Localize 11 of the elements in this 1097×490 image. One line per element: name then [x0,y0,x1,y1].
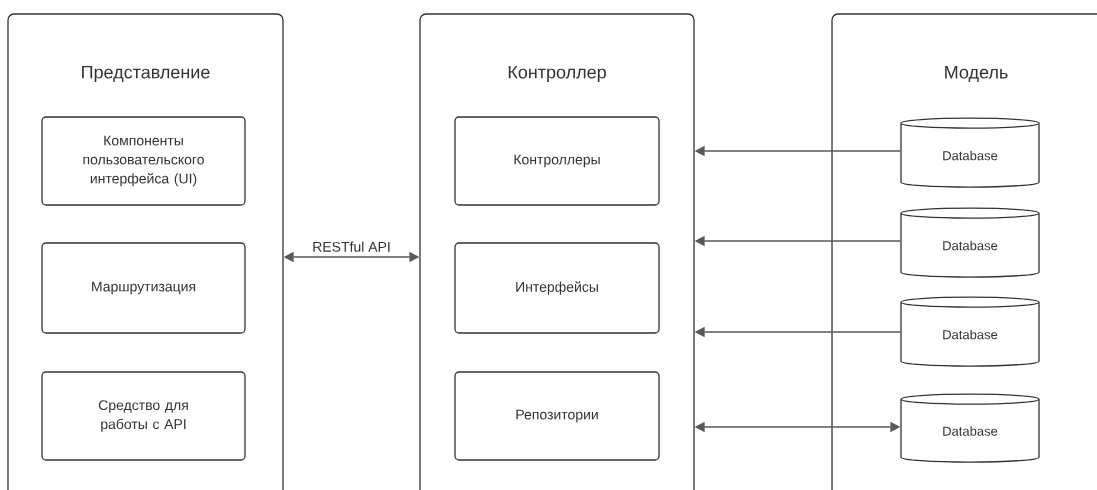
edge-label: RESTful API [313,241,390,252]
component-box: Контроллеры [454,116,660,206]
component-box: Маршрутизация [41,242,246,334]
database-cylinder: Database [900,117,1040,188]
database-cylinder: Database [900,296,1040,367]
component-box: Средство для работы с API [41,371,246,461]
component-box: Компоненты пользовательского интерфейса (UI) [41,116,246,206]
database-cylinder: Database [900,393,1040,463]
database-cylinder: Database [900,207,1040,278]
component-box: Интерфейсы [454,242,660,334]
component-box: Репозитории [454,371,660,461]
